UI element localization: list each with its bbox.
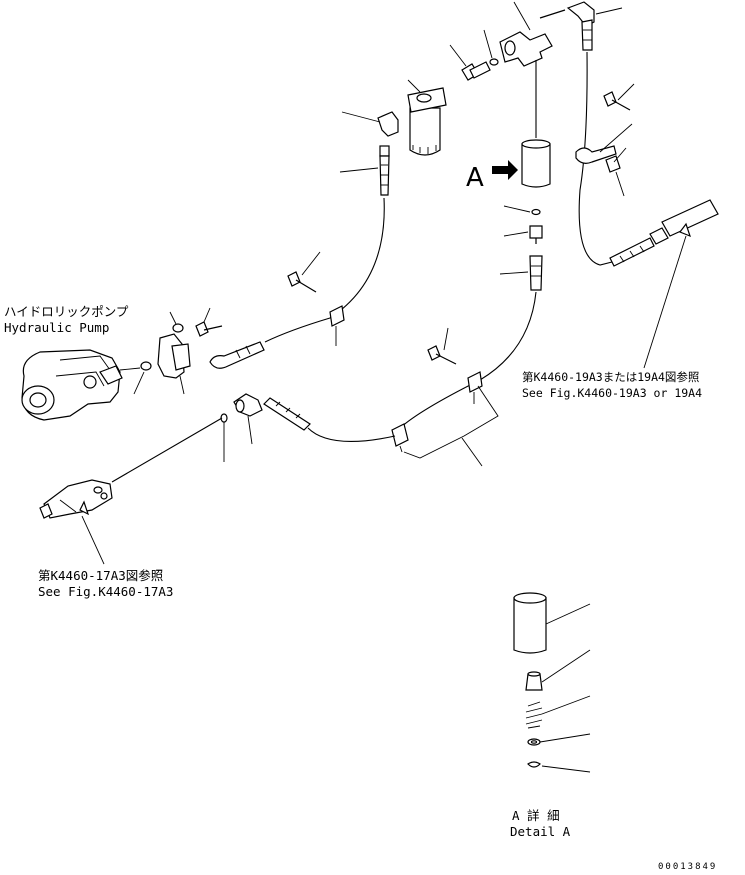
view-arrow-a [492,160,518,180]
doc-number: 00013849 [658,862,718,872]
filter-element [407,79,447,156]
tee-fitting [499,1,566,138]
view-letter: A [466,163,484,193]
bolt-clamp-2 [575,83,635,197]
flange-fitting [157,307,223,395]
ref2-label-jp: 第K4460-17A3図参照 [38,568,164,583]
hose-1 [264,145,390,343]
adapter-fitting [449,29,499,81]
bolt-clamp-1 [287,251,345,346]
hose-2 [209,341,396,442]
pump-label-jp: ハイドロリックポンプ [4,304,129,319]
bolt-clamp-3 [391,327,499,467]
oring-connector [399,205,543,429]
hose-to-external [609,199,719,369]
filter-cartridge [521,139,551,188]
pump-label-en: Hydraulic Pump [4,320,110,335]
elbow-hose-right [566,1,623,266]
hydraulic-pump [21,349,152,421]
ref2-label-en: See Fig.K4460-17A3 [38,584,174,599]
ref1-label-en: See Fig.K4460-19A3 or 19A4 [522,386,703,400]
detail-label-en: Detail A [510,824,571,839]
ref1-label-jp: 第K4460-19A3または19A4図参照 [522,370,700,384]
detail-label-jp: A 詳 細 [512,808,560,823]
elbow-fitting-1 [341,111,399,137]
control-valve [39,417,223,565]
detail-a-parts [513,592,591,773]
elbow-fitting-2 [220,393,263,462]
